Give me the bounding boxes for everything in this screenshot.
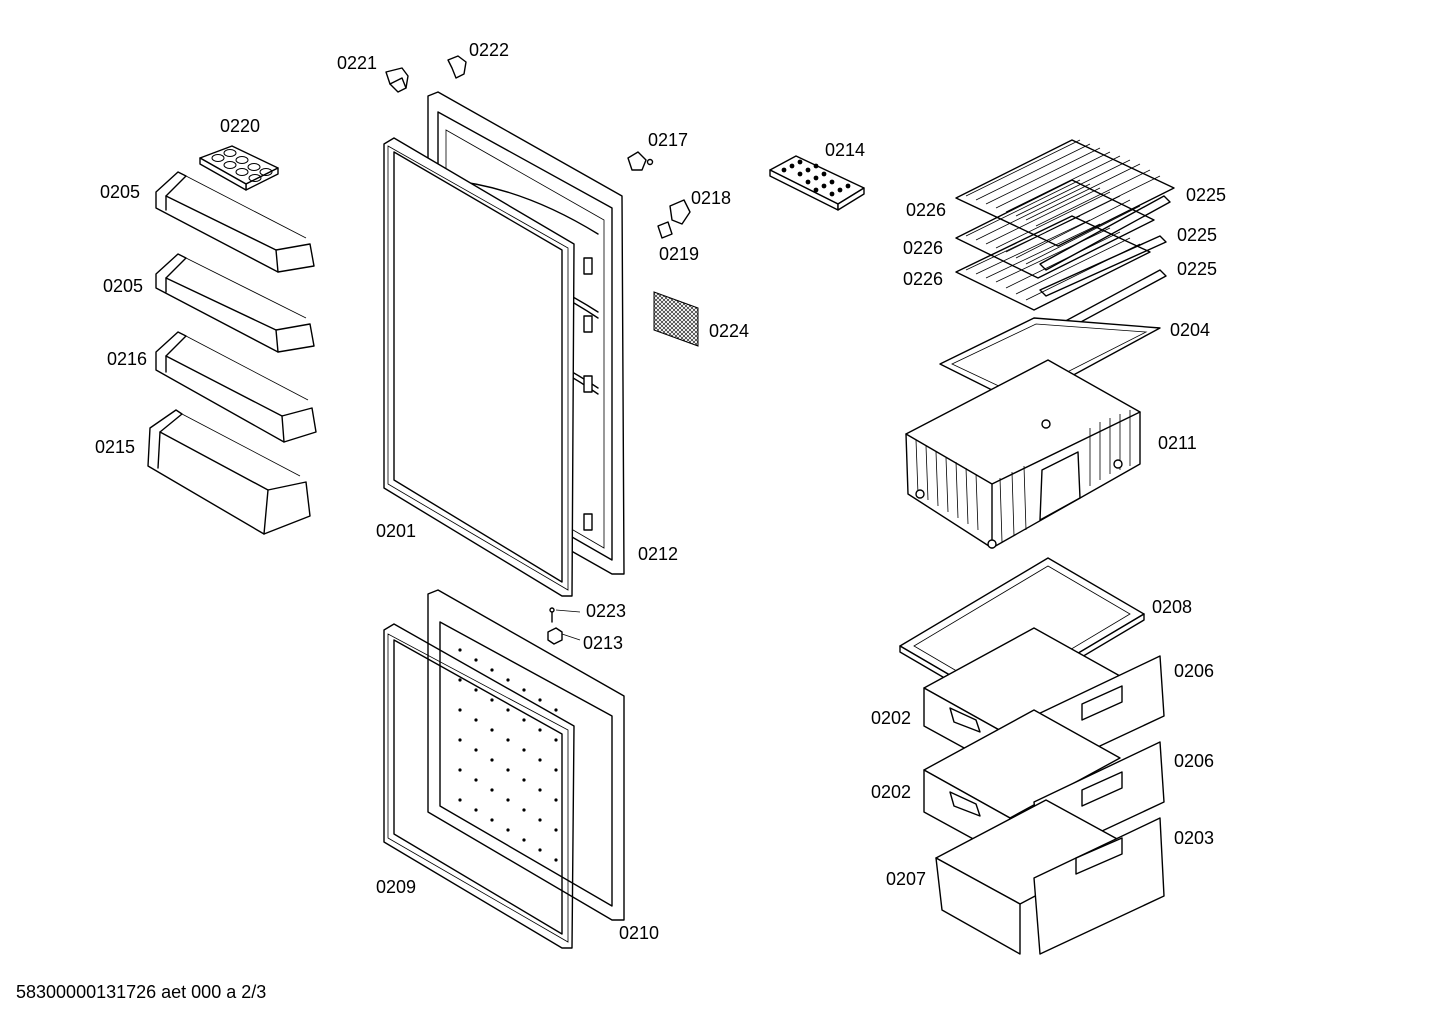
document-footer: 58300000131726 aet 000 a 2/3 (16, 982, 267, 1002)
label-0215: 0215 (95, 437, 136, 457)
label-0214: 0214 (825, 140, 866, 160)
block-0213 (547, 627, 581, 645)
ice-tray-0214 (769, 155, 865, 211)
screw-0223 (549, 607, 581, 623)
label-0225-top: 0225 (1186, 185, 1227, 205)
label-0220: 0220 (220, 116, 261, 136)
wire-shelf-0226-bottom (955, 215, 1151, 311)
label-0213: 0213 (583, 633, 624, 653)
filter-0224 (653, 291, 699, 347)
label-0222: 0222 (469, 40, 510, 60)
drawer-front-0203 (1033, 817, 1165, 955)
label-0207: 0207 (886, 869, 927, 889)
label-0221: 0221 (337, 53, 378, 73)
label-0225-bottom: 0225 (1177, 259, 1218, 279)
label-0206-bottom: 0206 (1174, 751, 1215, 771)
label-0219: 0219 (659, 244, 700, 264)
freezer-door-0210 (427, 589, 625, 921)
label-0217: 0217 (648, 130, 689, 150)
freezer-drawer-0207 (935, 799, 1131, 955)
label-0216: 0216 (107, 349, 148, 369)
label-0212: 0212 (638, 544, 679, 564)
label-0225-middle: 0225 (1177, 225, 1218, 245)
trim-0225-top (1039, 195, 1171, 271)
cover-0219 (657, 221, 673, 239)
door-shelf-0205-middle (155, 253, 315, 353)
label-0202-bottom: 0202 (871, 782, 912, 802)
door-shelf-0216 (155, 331, 317, 443)
label-0210: 0210 (619, 923, 660, 943)
label-0201: 0201 (376, 521, 417, 541)
label-0226-top: 0226 (906, 200, 947, 220)
bracket-0222 (447, 55, 467, 79)
egg-tray-0220 (199, 145, 279, 191)
label-0211: 0211 (1158, 433, 1197, 453)
label-0226-middle: 0226 (903, 238, 944, 258)
label-0226-bottom: 0226 (903, 269, 944, 289)
label-0205-middle: 0205 (103, 276, 144, 296)
label-0202-top: 0202 (871, 708, 912, 728)
freezer-door-gasket-0209 (383, 623, 575, 949)
label-0209: 0209 (376, 877, 417, 897)
label-0223: 0223 (586, 601, 627, 621)
label-0206-top: 0206 (1174, 661, 1215, 681)
hinge-0217 (627, 151, 654, 171)
label-0218: 0218 (691, 188, 732, 208)
door-bin-0215 (147, 409, 311, 535)
label-0204: 0204 (1170, 320, 1211, 340)
label-0208: 0208 (1152, 597, 1193, 617)
door-shelf-0205-top (155, 171, 315, 273)
label-0203: 0203 (1174, 828, 1215, 848)
wire-shelf-0226-top (955, 139, 1175, 247)
label-0205-top: 0205 (100, 182, 141, 202)
hinge-0218 (669, 199, 691, 225)
drawer-box-0211 (905, 359, 1141, 549)
label-0224: 0224 (709, 321, 750, 341)
bracket-0221 (385, 67, 409, 93)
fridge-door-gasket-0201 (383, 137, 575, 597)
